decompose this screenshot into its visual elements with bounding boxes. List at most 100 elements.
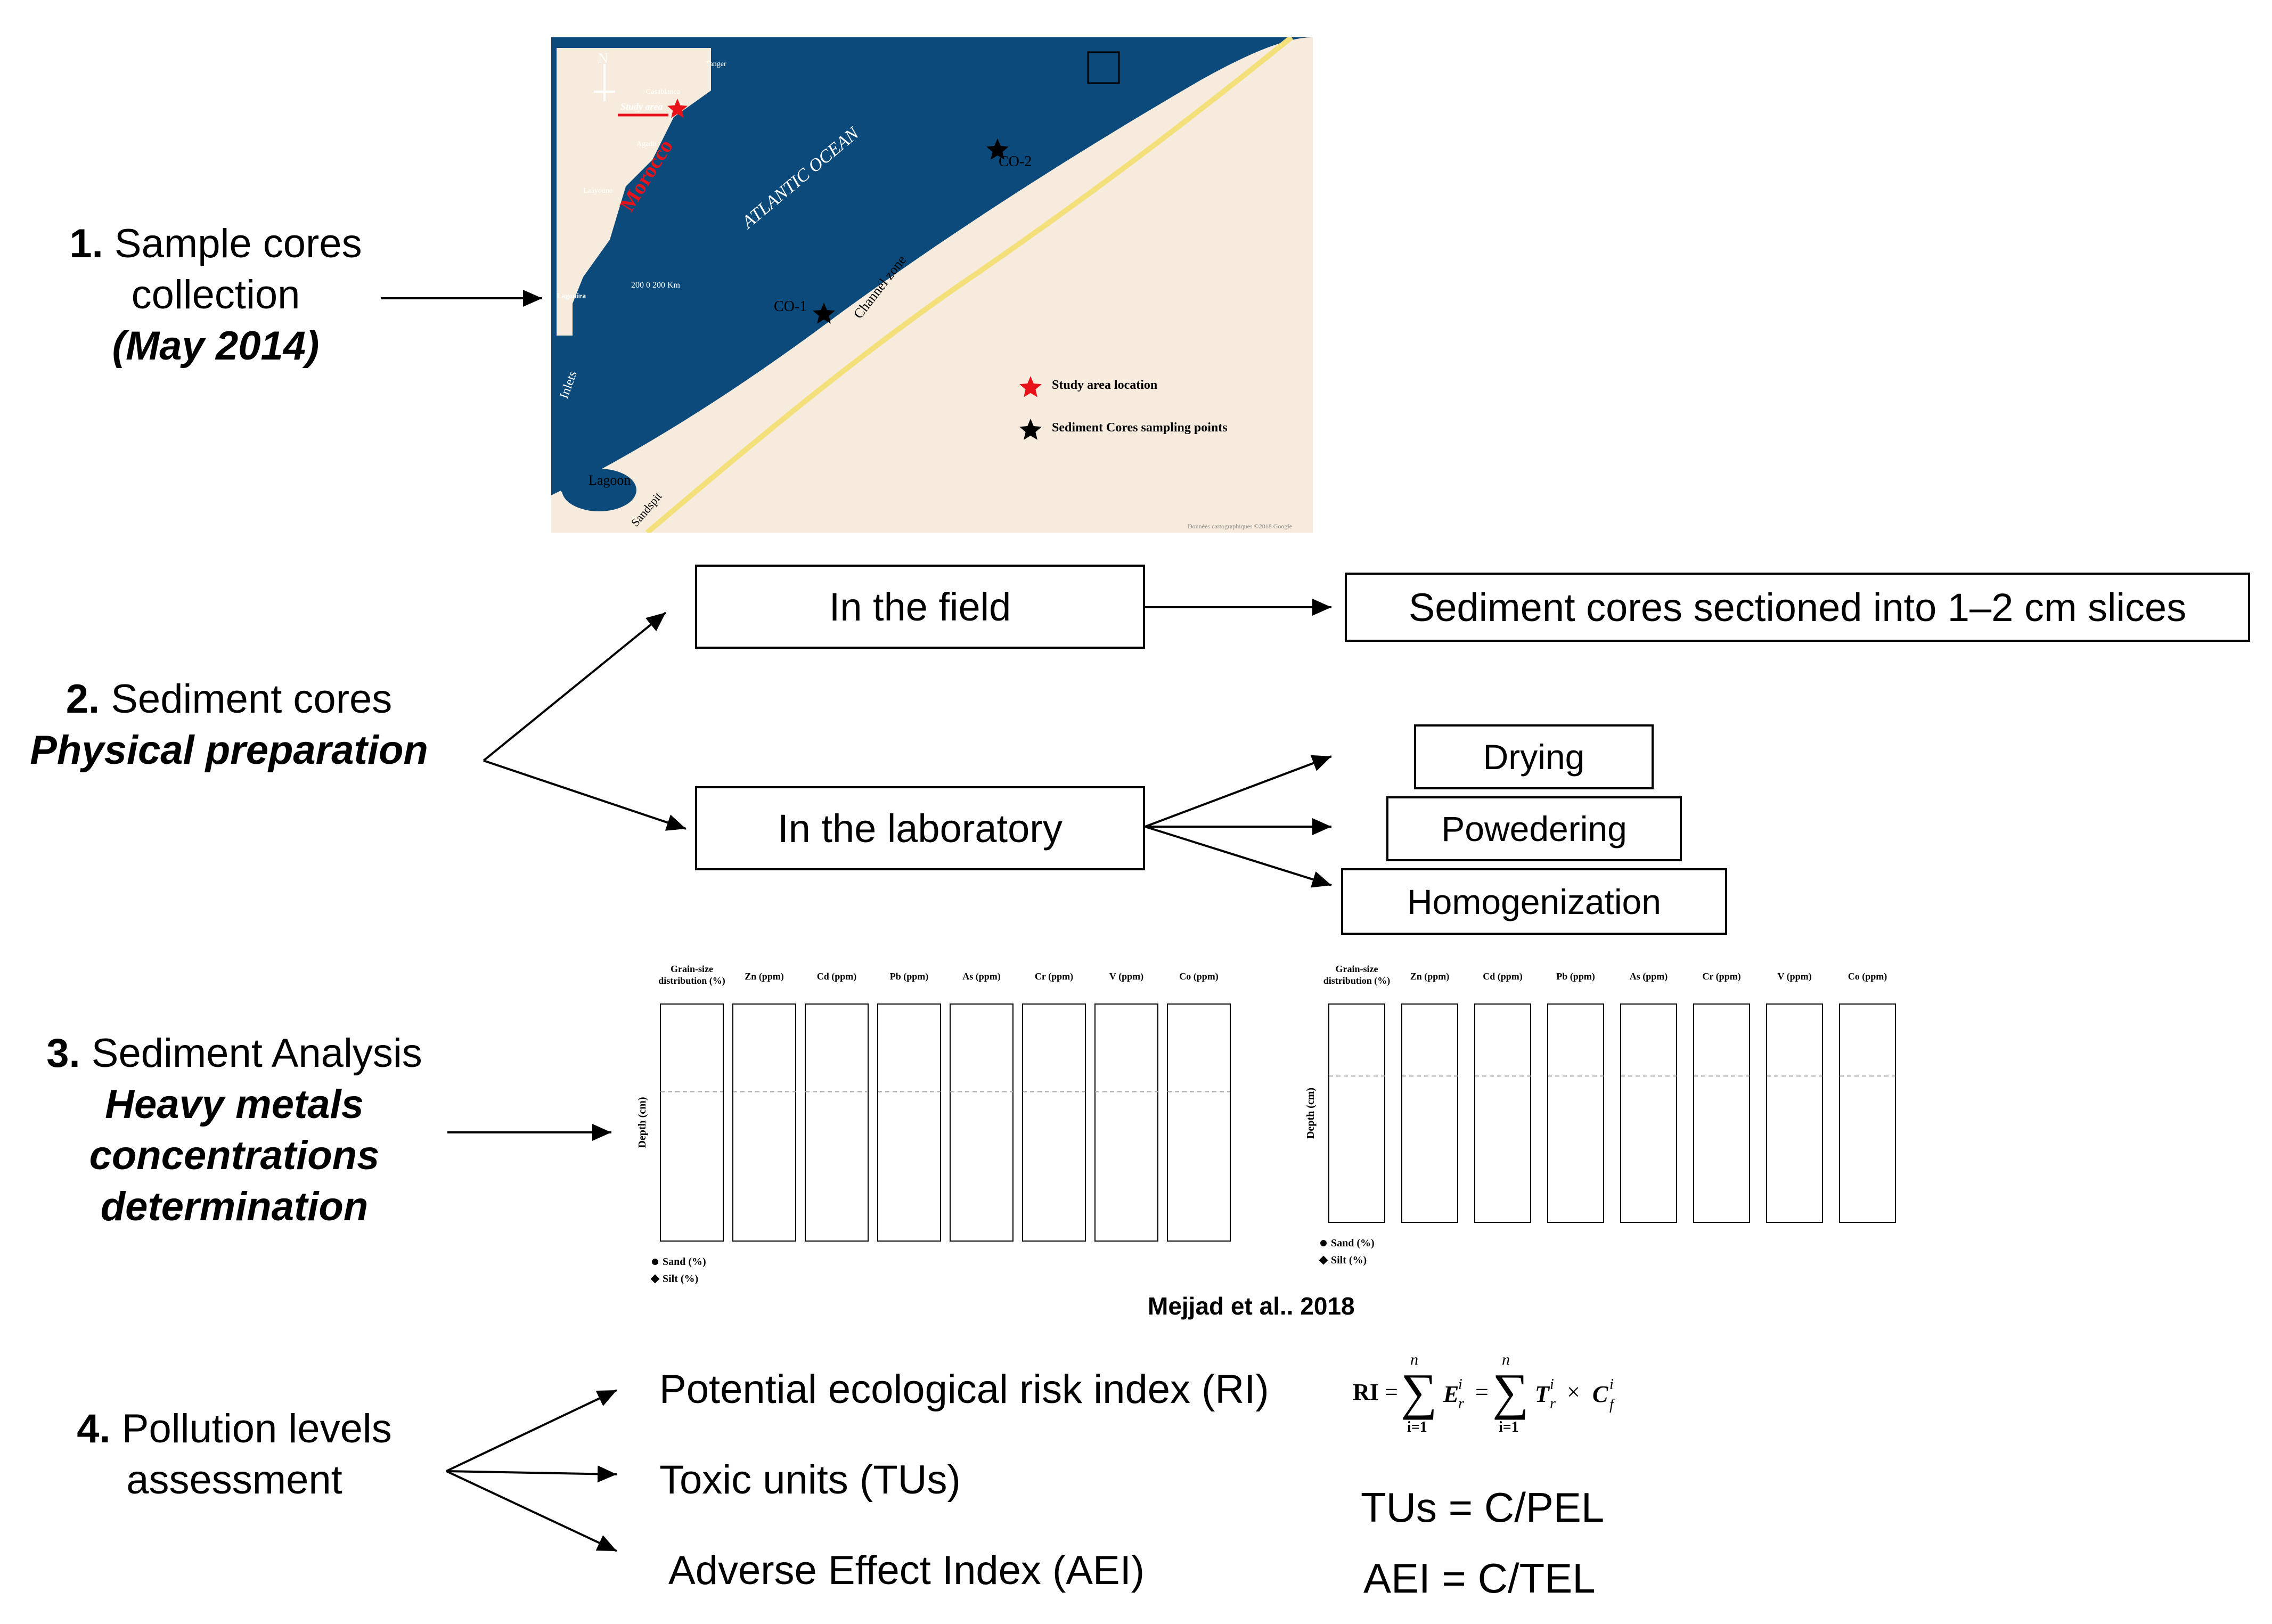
- profile-legend-label: Silt (%): [1331, 1254, 1367, 1266]
- study-area-star-icon: [667, 99, 688, 118]
- profile-panel-title: distribution (%): [1323, 975, 1391, 986]
- step3-title-line2: Heavy metals: [105, 1082, 364, 1127]
- svg-text:C: C: [1592, 1381, 1608, 1407]
- ri-formula: RI = n ∑ i=1 E i r = n ∑ i=1 T i r × C i…: [1353, 1351, 1615, 1435]
- channel-zone: [558, 37, 1231, 494]
- svg-text:∑: ∑: [1401, 1363, 1437, 1420]
- citation: Mejjad et al.. 2018: [1148, 1292, 1355, 1320]
- profile-panel-title: Cd (ppm): [1483, 971, 1523, 982]
- core-co1-label: CO-1: [774, 298, 807, 315]
- arrow-step4-to-aei: [446, 1470, 617, 1552]
- profile-panel-frame: [1620, 1003, 1677, 1223]
- arrow-lab-to-homog: [1145, 826, 1332, 888]
- city-agadir: Agadir: [636, 140, 657, 148]
- profile-legend-label: Silt (%): [663, 1273, 698, 1285]
- step1-title-line2: collection: [131, 272, 300, 317]
- legend-silt-marker: [1319, 1255, 1328, 1265]
- step3-title-line1: Sediment Analysis: [91, 1031, 422, 1076]
- north-label: N: [598, 51, 608, 66]
- svg-text:i: i: [1458, 1376, 1462, 1393]
- step2-label: 2. Sediment cores Physical preparation: [11, 674, 447, 776]
- profile-panel-title: Zn (ppm): [1410, 971, 1450, 982]
- profile-panel-title: Co (ppm): [1179, 971, 1219, 982]
- profile-panel-frame: [1401, 1003, 1458, 1223]
- step1-date: (May 2014): [112, 323, 320, 369]
- profile-panel-title: V (ppm): [1777, 971, 1811, 982]
- step2-title-line2: Physical preparation: [30, 728, 428, 773]
- legend-red-star-icon: [1019, 376, 1042, 397]
- profile-depth-axis-label: Depth (cm): [636, 1097, 648, 1148]
- profile-legend-label: Sand (%): [1331, 1237, 1375, 1249]
- profile-panel-frame: [1766, 1003, 1823, 1223]
- svg-text:RI: RI: [1353, 1379, 1379, 1405]
- arrow-step4-to-ri: [446, 1389, 617, 1472]
- box-homogenization: Homogenization: [1341, 868, 1727, 935]
- profile-panel-frame: [732, 1003, 796, 1242]
- box-drying: Drying: [1414, 724, 1654, 789]
- profile-depth-axis-label: Depth (cm): [1305, 1088, 1317, 1139]
- legend-sand-marker: [1320, 1240, 1327, 1246]
- city-lagouira: Lagouira: [557, 292, 586, 300]
- profile-panel-title: Cd (ppm): [817, 971, 857, 982]
- profile-panel-title: Zn (ppm): [745, 971, 784, 982]
- svg-text:E: E: [1443, 1381, 1459, 1407]
- step1-number: 1.: [69, 221, 103, 266]
- profile-panel-title: As (ppm): [1630, 971, 1668, 982]
- profile-panel-frame: [1328, 1003, 1385, 1223]
- step4-title-line1: Pollution levels: [121, 1406, 392, 1451]
- city-laayoune: Laâyoune: [583, 187, 612, 195]
- svg-text:∑: ∑: [1492, 1363, 1529, 1420]
- legend-sand-marker: [652, 1259, 658, 1265]
- step3-title-line3: concentrations: [89, 1133, 380, 1178]
- svg-text:×: ×: [1567, 1379, 1580, 1405]
- step4-number: 4.: [77, 1406, 111, 1451]
- core-co1-star-icon: [813, 303, 835, 324]
- index-ri: Potential ecological risk index (RI): [659, 1367, 1269, 1412]
- profile-panel-frame: [1474, 1003, 1531, 1223]
- legend-study-area: Study area location: [1052, 378, 1157, 392]
- profile-panel-frame: [877, 1003, 941, 1242]
- step2-number: 2.: [66, 676, 100, 722]
- profile-panel-title: Cr (ppm): [1035, 971, 1073, 982]
- profile-legend-label: Sand (%): [663, 1256, 706, 1268]
- svg-text:=: =: [1385, 1379, 1398, 1405]
- legend-sampling-points: Sediment Cores sampling points: [1052, 421, 1228, 435]
- step3-number: 3.: [46, 1031, 80, 1076]
- step3-title-line4: determination: [100, 1184, 369, 1229]
- formula-aei: AEI = C/TEL: [1363, 1555, 1596, 1602]
- profile-panel-title: As (ppm): [962, 971, 1001, 982]
- map-markers: [667, 99, 1042, 440]
- svg-text:r: r: [1458, 1396, 1464, 1412]
- svg-text:i: i: [1550, 1376, 1554, 1393]
- arrow-step2-to-field: [483, 611, 667, 762]
- profile-panel-frame: [950, 1003, 1014, 1242]
- step3-label: 3. Sediment Analysis Heavy metals concen…: [16, 1028, 453, 1233]
- profile-panel-title: Cr (ppm): [1702, 971, 1740, 982]
- svg-text:f: f: [1609, 1397, 1615, 1413]
- study-area-label: Study area: [620, 101, 663, 112]
- profile-panel-title: Pb (ppm): [1556, 971, 1595, 982]
- step4-title-line2: assessment: [126, 1457, 342, 1503]
- profile-panel-title: Co (ppm): [1848, 971, 1887, 982]
- core-co2-star-icon: [986, 138, 1009, 160]
- city-casablanca: Casablanca: [646, 88, 681, 96]
- index-aei: Adverse Effect Index (AEI): [668, 1548, 1145, 1593]
- profile-panel-frame: [1839, 1003, 1896, 1223]
- step2-title-line1: Sediment cores: [111, 676, 393, 722]
- svg-text:n: n: [1410, 1351, 1418, 1368]
- legend-silt-marker: [650, 1274, 660, 1284]
- profile-panel-title: V (ppm): [1109, 971, 1143, 982]
- step1-label: 1. Sample cores collection (May 2014): [21, 218, 410, 372]
- svg-text:=: =: [1475, 1379, 1489, 1405]
- core-co2-label: CO-2: [999, 153, 1032, 170]
- arrow-step2-to-lab: [483, 760, 686, 831]
- box-powdering: Powedering: [1386, 796, 1682, 861]
- profile-panel-title: Grain-size: [1336, 964, 1378, 974]
- svg-text:T: T: [1535, 1381, 1550, 1407]
- lagoon-label: Lagoon: [589, 472, 631, 488]
- arrow-step4-to-tus: [446, 1465, 617, 1483]
- step1-title-line1: Sample cores: [114, 221, 362, 266]
- svg-text:i=1: i=1: [1407, 1419, 1427, 1435]
